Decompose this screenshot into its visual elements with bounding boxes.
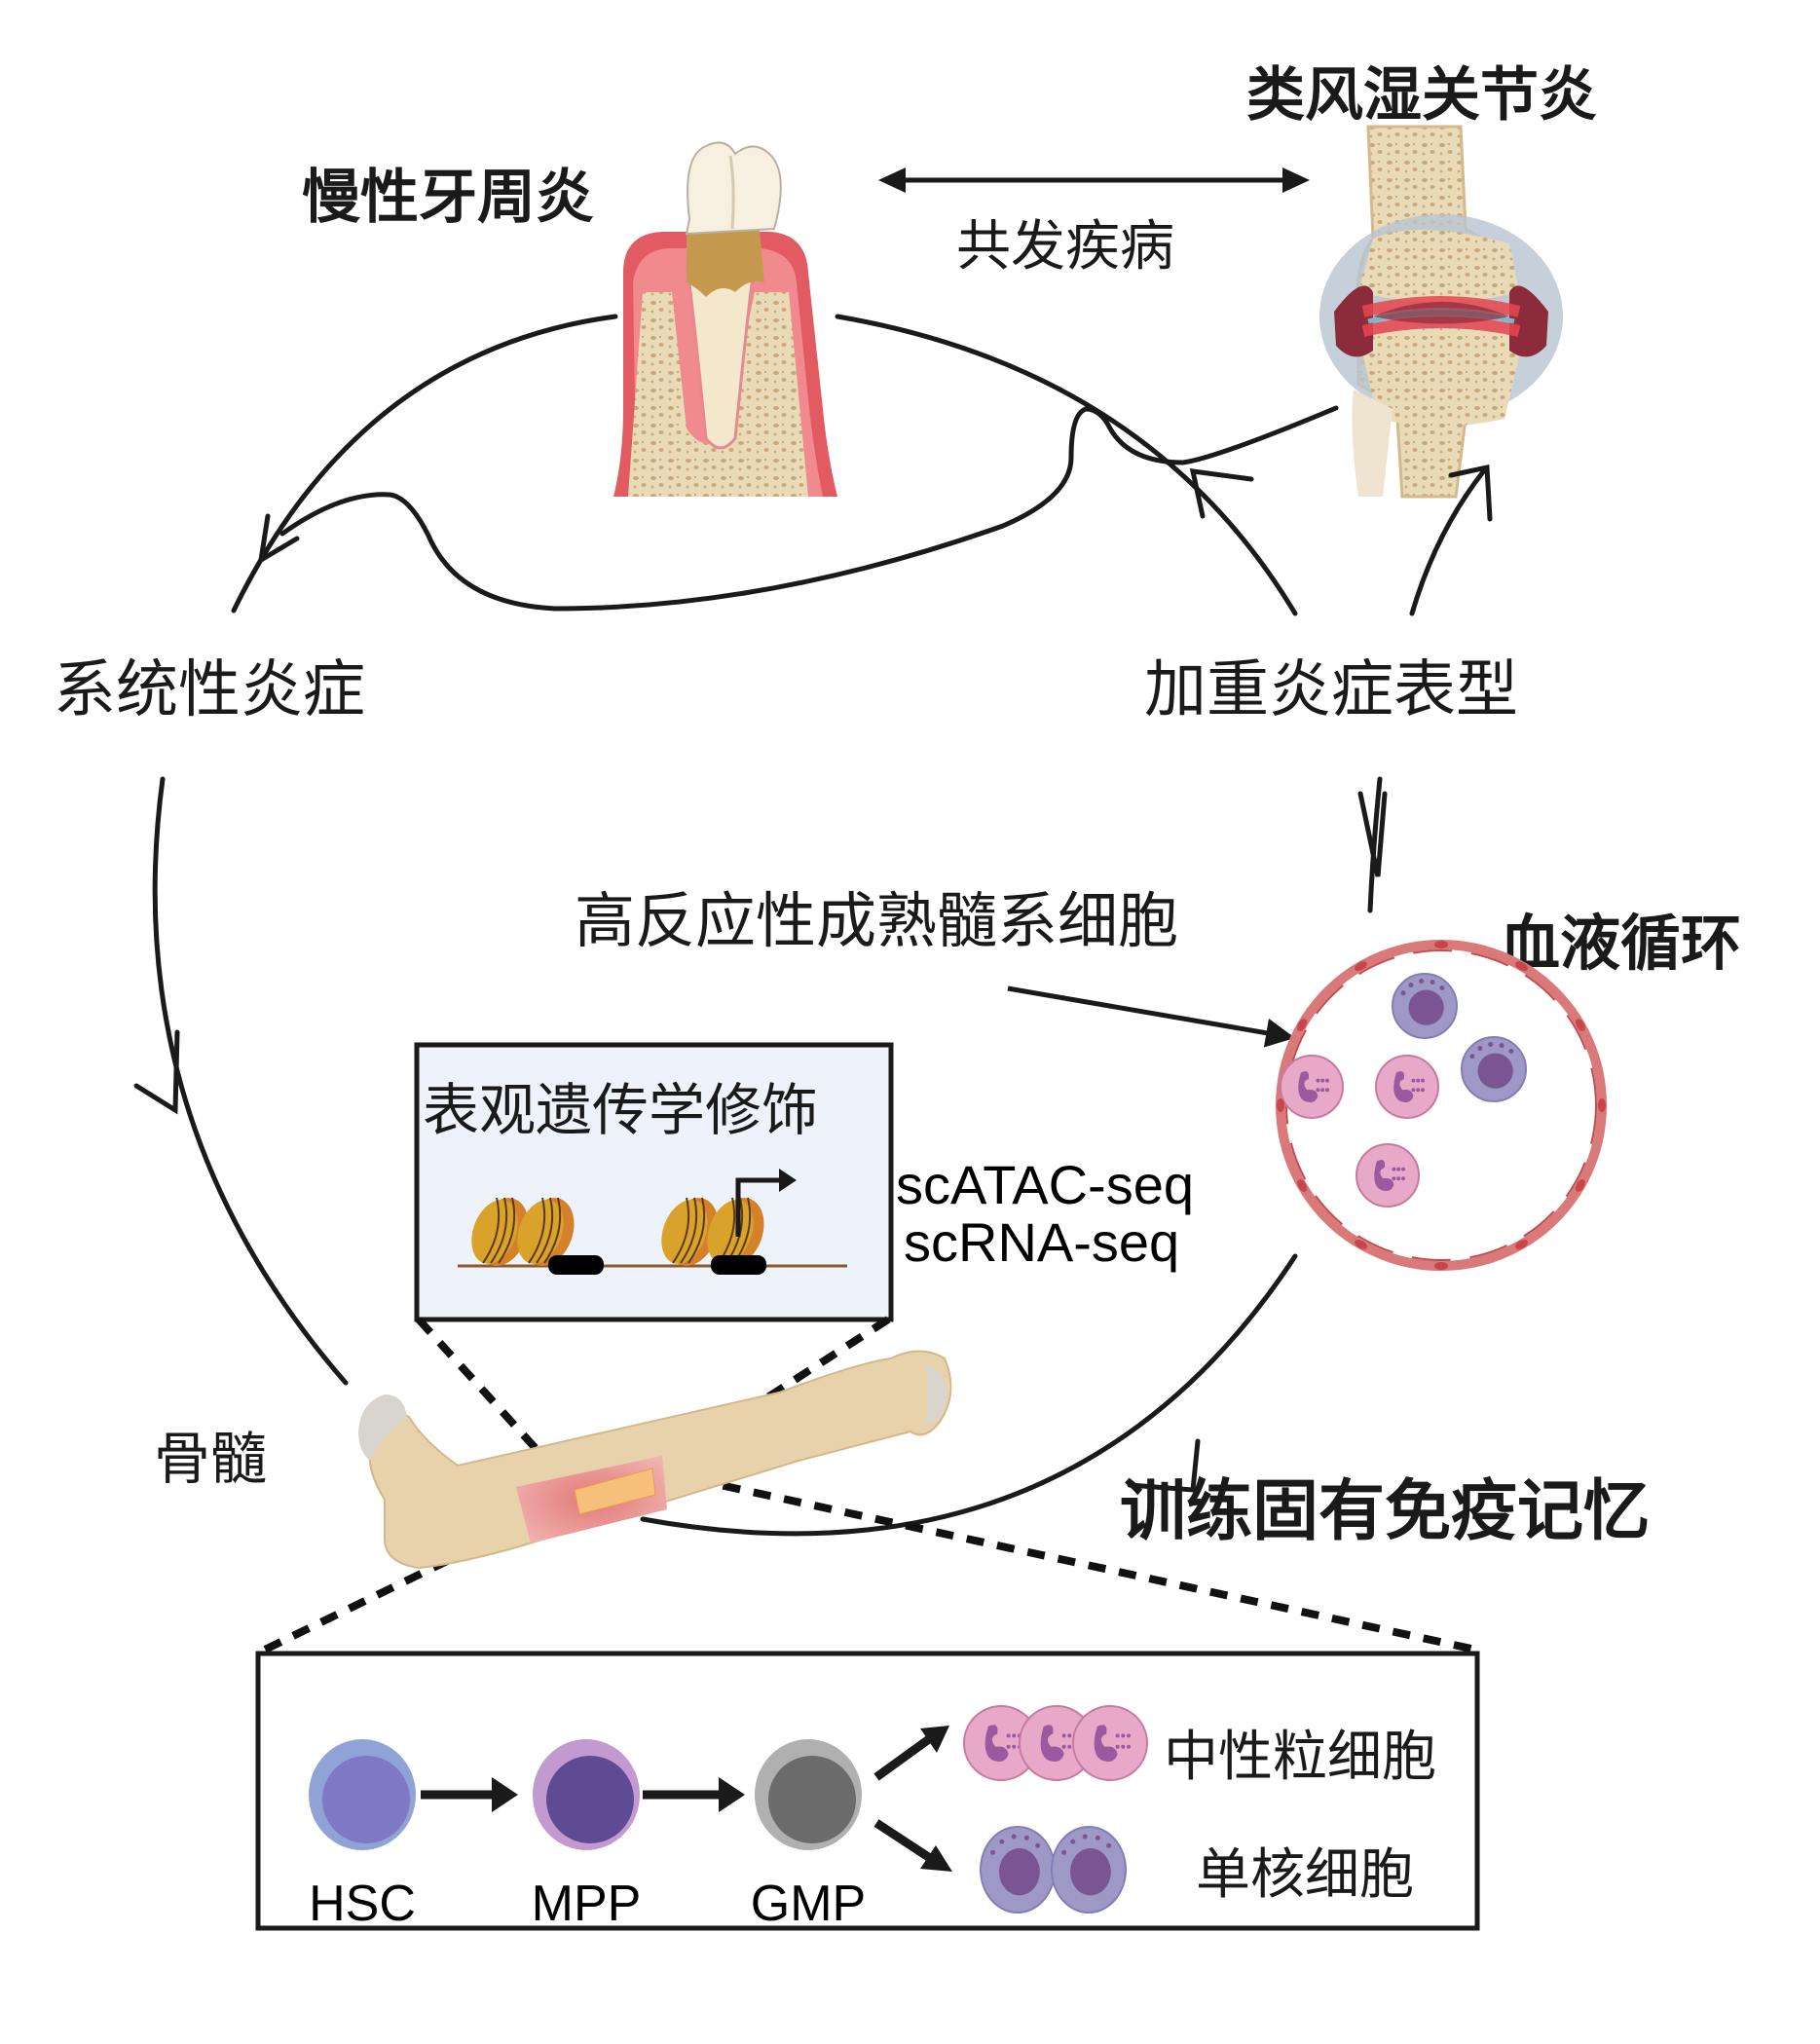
tss-arrow-icon — [735, 1177, 784, 1237]
arc-aggravated-to-joint — [1409, 466, 1488, 616]
gmp-label: GMP — [751, 1876, 866, 1932]
lineage-neutrophil — [963, 1705, 1039, 1781]
rheumatoid-arthritis-label: 类风湿关节炎 — [1246, 61, 1597, 130]
trained-immunity-label: 训练固有免疫记忆 — [1120, 1473, 1650, 1550]
endothelial-cell — [1355, 1239, 1367, 1249]
pointer-arrow-to-blood-cells — [1007, 985, 1295, 1048]
arthritis-joint-illustration — [1319, 125, 1563, 499]
cycle-arrows-lower — [133, 776, 1388, 1537]
neutrophil-label: 中性粒细胞 — [1164, 1726, 1436, 1789]
arrowhead-to-joint — [1448, 464, 1493, 522]
endothelial-cell — [1434, 1262, 1448, 1270]
systemic-inflammation-label: 系统性炎症 — [54, 654, 365, 726]
endothelial-cell — [1355, 961, 1367, 972]
arrowhead-systemic — [257, 513, 300, 565]
nucleosome-icon — [661, 1197, 719, 1266]
endothelial-cell — [1515, 961, 1528, 972]
hsc-label: HSC — [309, 1876, 416, 1932]
scrna-seq-label: scRNA-seq — [904, 1211, 1179, 1273]
comorbidity-double-arrow — [878, 167, 1310, 193]
endothelial-cell — [1575, 1019, 1585, 1031]
aggravated-phenotype-label: 加重炎症表型 — [1144, 654, 1518, 726]
arrow-gmp-to-monocyte — [873, 1819, 936, 1864]
endothelial-cell — [1598, 1098, 1606, 1112]
gene-region-1 — [548, 1255, 604, 1275]
epigenetic-modification-box: 表观遗传学修饰 — [414, 1042, 894, 1322]
gene-region-2 — [711, 1255, 766, 1275]
nucleosome-icon — [517, 1197, 575, 1266]
blood-neutrophil — [1375, 1055, 1439, 1119]
blood-neutrophil — [1280, 1055, 1344, 1119]
epigenetic-modification-label: 表观遗传学修饰 — [423, 1077, 818, 1143]
lineage-monocyte — [980, 1826, 1056, 1914]
lineage-neutrophil — [1072, 1705, 1148, 1781]
mpp-cell: MPP — [532, 1739, 642, 1932]
endothelial-cell — [1297, 1179, 1308, 1192]
cycle-arrows-upper — [231, 314, 1493, 616]
blood-vessel-illustration — [1276, 940, 1607, 1271]
comorbidity-label: 共发疾病 — [956, 215, 1174, 279]
lineage-monocyte — [1051, 1826, 1127, 1914]
arrowhead-upper-right — [1189, 468, 1254, 519]
wavy-loop-joint-to-systemic — [279, 405, 1339, 612]
endothelial-cell — [1575, 1179, 1585, 1192]
arc-aggravated-to-blood — [1367, 776, 1383, 913]
arc-marrow-to-blood — [640, 1253, 1298, 1537]
endothelial-cell — [1515, 1239, 1528, 1249]
blood-monocyte — [1392, 973, 1458, 1039]
arrowhead-aggravated-down — [1357, 791, 1388, 877]
endothelial-cell — [1277, 1098, 1284, 1112]
femur-bone-illustration — [358, 1350, 952, 1570]
arrow-gmp-to-neutrophil — [873, 1732, 936, 1781]
arc-tooth-to-systemic — [231, 314, 618, 613]
endothelial-cell — [1297, 1019, 1308, 1031]
blood-neutrophil — [1356, 1143, 1420, 1208]
gmp-cell: GMP — [751, 1739, 866, 1932]
nucleosome-icon — [471, 1197, 529, 1266]
monocyte-label: 单核细胞 — [1196, 1843, 1414, 1907]
lineage-neutrophil — [1019, 1705, 1095, 1781]
arrowhead-marrow-up — [1127, 1438, 1201, 1493]
hyperresponsive-myeloid-label: 高反应性成熟髓系细胞 — [575, 885, 1178, 956]
tooth-periodontitis-illustration — [613, 141, 837, 497]
scatac-seq-label: scATAC-seq — [896, 1154, 1194, 1215]
hematopoietic-lineage-box: HSC MPP GMP 中性粒细胞 单核细胞 — [255, 1651, 1480, 1932]
endothelial-cell — [1434, 941, 1448, 948]
arrowhead-systemic-down — [133, 1029, 180, 1115]
hsc-cell: HSC — [309, 1739, 416, 1932]
arc-systemic-to-marrow — [152, 776, 349, 1386]
mpp-label: MPP — [532, 1876, 642, 1932]
bone-marrow-label: 骨髓 — [154, 1426, 267, 1492]
arc-tooth-to-aggravated — [835, 314, 1298, 616]
periodontitis-label: 慢性牙周炎 — [302, 164, 594, 232]
blood-circulation-label: 血液循环 — [1500, 908, 1741, 979]
blood-monocyte — [1461, 1036, 1527, 1102]
